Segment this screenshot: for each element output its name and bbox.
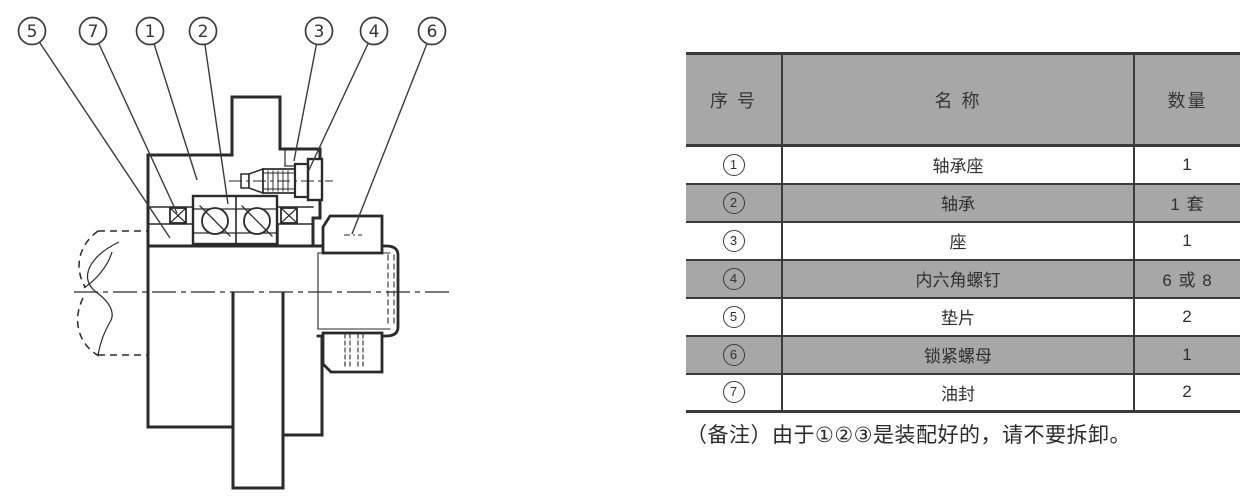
leader-line-1 xyxy=(149,30,198,181)
parts-table: 序 号 名 称 数量 1 轴承座 1 2 轴承 1 套 3 座 1 4 内六角螺钉 6 或 8 5 垫片 2… xyxy=(686,52,1240,413)
table-row: 6 锁紧螺母 1 xyxy=(686,335,1240,374)
circled-number: 4 xyxy=(722,267,745,290)
callout-label: 4 xyxy=(369,22,380,42)
cell-part-name: 垫片 xyxy=(781,297,1135,336)
callout-circle xyxy=(135,16,165,46)
cell-quantity: 1 xyxy=(1182,344,1193,364)
callout-label: 2 xyxy=(198,22,209,42)
callout-2: 2 xyxy=(188,16,218,46)
seat-lower-block xyxy=(281,291,324,437)
assembly-drawing: 5 7 1 2 3 4 6 xyxy=(17,16,454,490)
circled-number: 5 xyxy=(722,305,745,328)
cell-quantity: 1 套 xyxy=(1170,195,1205,214)
cell-part-name: 座 xyxy=(781,221,1135,260)
header-serial-number: 序 号 xyxy=(709,90,757,111)
leader-line-5 xyxy=(31,30,171,239)
callout-5: 5 xyxy=(17,16,47,46)
seat-flange-plate xyxy=(231,291,285,490)
cell-serial-number: 1 xyxy=(686,146,782,184)
cell-quantity: 1 xyxy=(1182,230,1193,250)
callout-circle xyxy=(417,16,447,46)
oil-seal-left xyxy=(147,206,194,225)
cell-part-name: 内六角螺钉 xyxy=(781,259,1135,298)
leader-line-4 xyxy=(307,30,375,173)
cell-serial-number: 3 xyxy=(686,222,782,260)
lock-nut-lower xyxy=(321,331,384,374)
callout-circle xyxy=(78,16,108,46)
callout-3: 3 xyxy=(304,16,334,46)
callout-7: 7 xyxy=(78,16,108,46)
shaft-end xyxy=(316,244,400,338)
cell-serial-number: 2 xyxy=(686,184,782,222)
header-quantity: 数量 xyxy=(1167,90,1208,111)
callout-label: 6 xyxy=(427,22,438,42)
cell-quantity: 2 xyxy=(1182,306,1193,326)
callout-circle xyxy=(304,16,334,46)
callout-circle xyxy=(17,16,47,46)
housing-lower-block xyxy=(146,291,235,429)
socket-screw xyxy=(240,157,324,202)
cell-serial-number: 7 xyxy=(686,374,782,412)
lock-nut-hidden-lines xyxy=(344,254,395,370)
bearing-assembly xyxy=(191,194,279,246)
seat-plate xyxy=(306,157,324,202)
circled-number: 2 xyxy=(722,191,745,214)
callout-label: 5 xyxy=(27,22,38,42)
circled-number: 3 xyxy=(722,229,745,252)
cell-serial-number: 5 xyxy=(686,298,782,336)
oil-seal-right xyxy=(277,206,314,225)
callout-label: 7 xyxy=(88,22,99,42)
table-row: 2 轴承 1 套 xyxy=(686,183,1240,222)
table-row: 1 轴承座 1 xyxy=(686,145,1240,184)
callout-circle xyxy=(188,16,218,46)
cell-quantity: 2 xyxy=(1182,382,1193,402)
lock-nut-upper xyxy=(321,214,384,255)
parts-table-header-row: 序 号 名 称 数量 xyxy=(686,53,1240,146)
circled-number: 7 xyxy=(722,381,745,404)
callout-bubbles: 5 7 1 2 3 4 6 xyxy=(17,16,447,46)
parts-table-body: 1 轴承座 1 2 轴承 1 套 3 座 1 4 内六角螺钉 6 或 8 5 垫片 2 6 锁紧螺母 1 7 油封 2 xyxy=(686,145,1240,412)
part-shapes xyxy=(146,95,400,490)
callout-circle xyxy=(359,16,389,46)
assembly-note: （备注）由于①②③是装配好的，请不要拆卸。 xyxy=(686,424,1131,447)
cell-part-name: 锁紧螺母 xyxy=(781,335,1135,374)
cell-quantity: 6 或 8 xyxy=(1162,271,1213,290)
cell-serial-number: 4 xyxy=(686,260,782,298)
callout-6: 6 xyxy=(417,16,447,46)
table-row: 4 内六角螺钉 6 或 8 xyxy=(686,259,1240,298)
phantom-shaft xyxy=(76,230,148,357)
callout-4: 4 xyxy=(359,16,389,46)
leader-lines xyxy=(31,30,433,239)
cell-part-name: 轴承 xyxy=(781,183,1135,222)
cell-quantity: 1 xyxy=(1182,154,1193,174)
circled-number: 6 xyxy=(722,343,745,366)
header-part-name: 名 称 xyxy=(781,53,1135,146)
table-row: 5 垫片 2 xyxy=(686,297,1240,336)
cell-serial-number: 6 xyxy=(686,336,782,374)
table-row: 3 座 1 xyxy=(686,221,1240,260)
callout-1: 1 xyxy=(135,16,165,46)
assembly-drawing-panel: 5 7 1 2 3 4 6 xyxy=(17,16,454,490)
leader-line-7 xyxy=(92,30,178,214)
leader-line-3 xyxy=(293,30,320,162)
cell-part-name: 油封 xyxy=(781,373,1135,412)
table-row: 7 油封 2 xyxy=(686,373,1240,412)
leader-line-6 xyxy=(351,30,433,235)
callout-label: 1 xyxy=(145,22,156,42)
circled-number: 1 xyxy=(722,153,745,176)
callout-label: 3 xyxy=(314,22,325,42)
reference-lines xyxy=(74,180,454,357)
cell-part-name: 轴承座 xyxy=(781,145,1135,184)
leader-line-2 xyxy=(202,30,229,205)
